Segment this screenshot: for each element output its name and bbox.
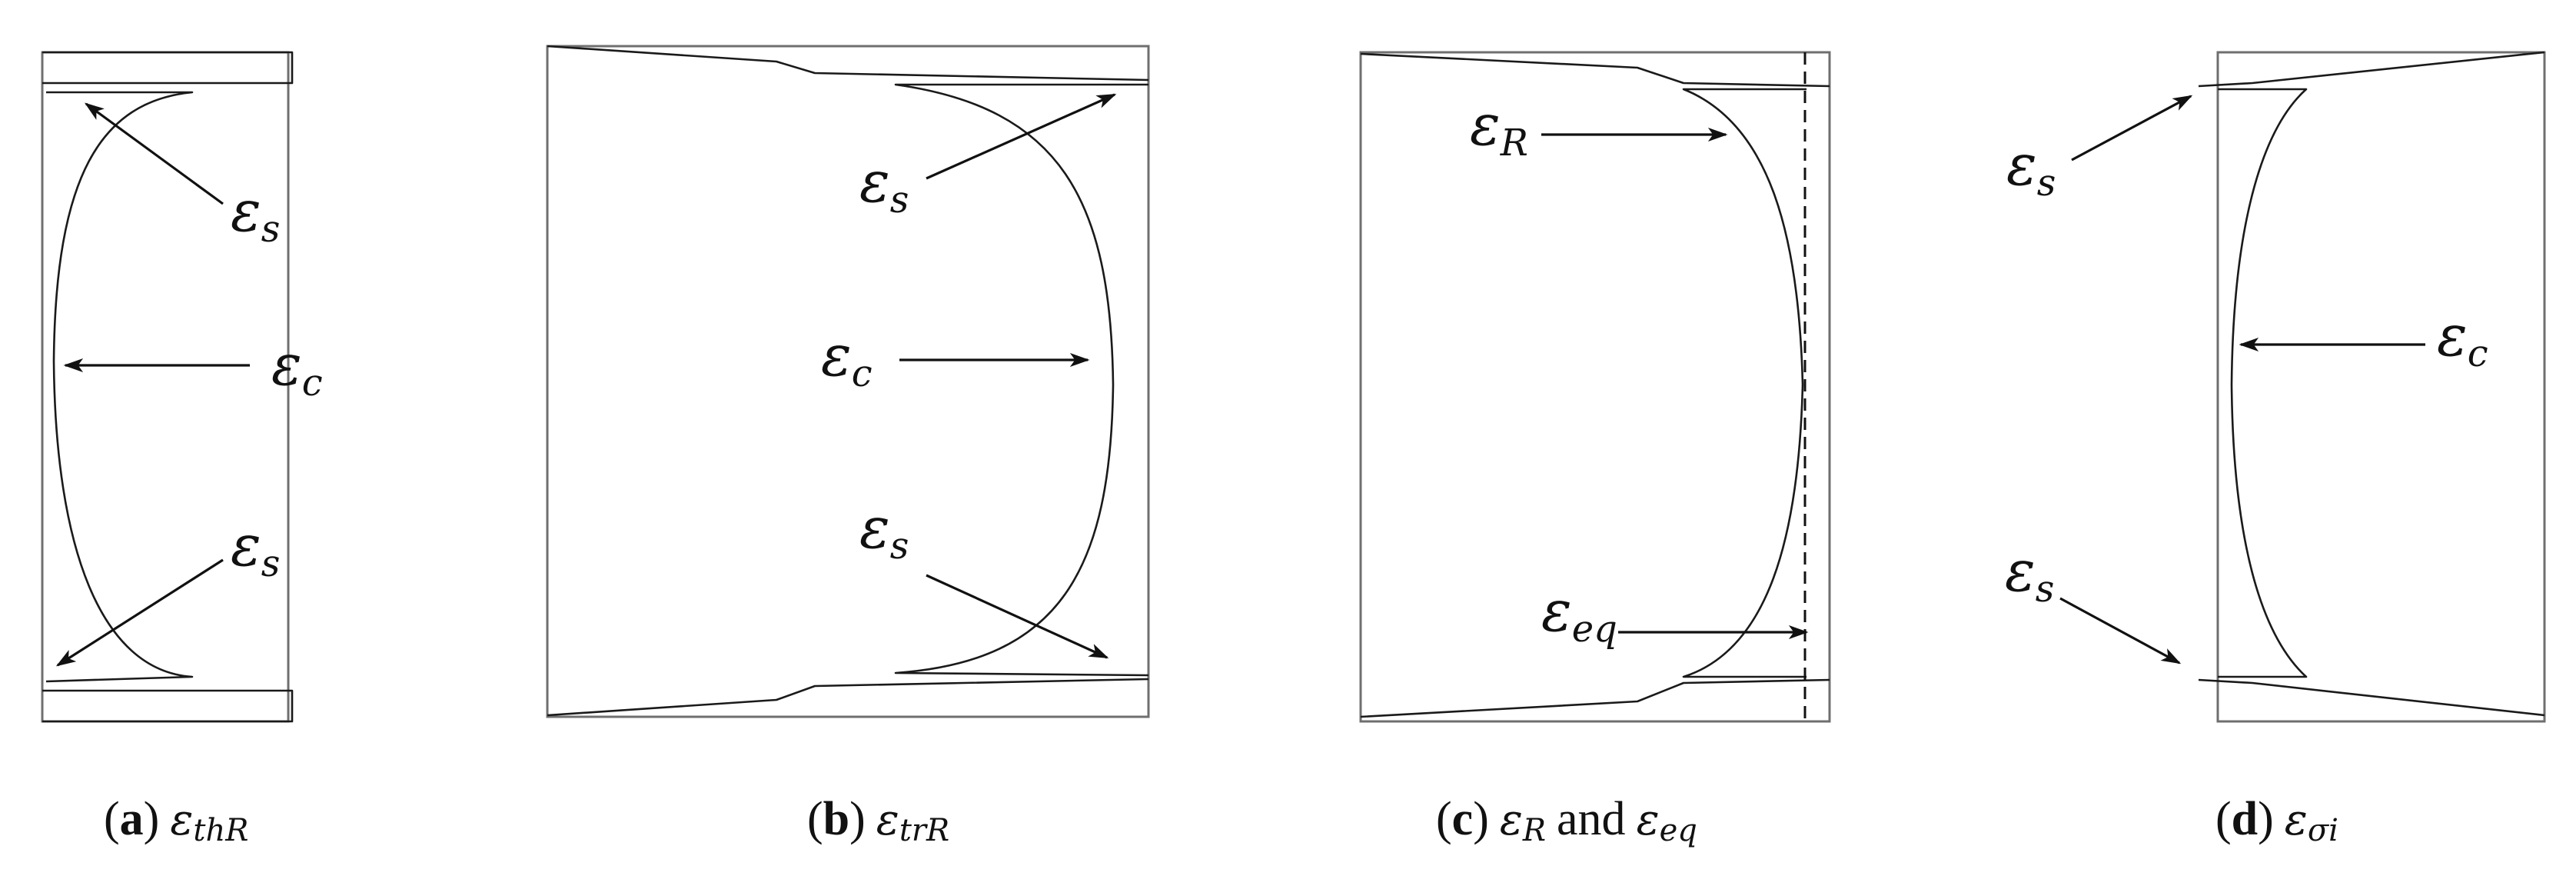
panel-b-caption: (b)εtrR [807,793,949,848]
panel-b: εs εc εs (b)εtrR [546,45,1150,848]
panel-b-arrow-top [926,93,1117,180]
panel-b-specimen-outline [546,45,1150,718]
panel-a-label-bottom: εs [231,513,280,585]
panel-c-top-flange [1360,52,1830,88]
panel-b-strain-curve [894,83,1149,677]
panel-b-label-top: εs [859,149,909,221]
panel-b-label-bottom: εs [859,495,909,568]
panel-d-label-bottom: εs [2005,538,2054,611]
panel-d-arrow-top [2071,95,2193,162]
panel-a: εs εc εs (a)εthR [41,51,323,848]
panel-d-arrow-bottom [2059,597,2182,664]
panel-a-label-center: εc [271,332,323,405]
panel-d-strain-curve [2218,88,2308,678]
panel-d-label-top: εs [2006,132,2056,205]
panel-a-caption: (a)εthR [104,793,248,848]
panel-a-arrow-bottom [55,558,224,667]
panel-d-label-center: εc [2437,303,2488,375]
panel-c-specimen-outline [1359,51,1831,723]
panel-a-strain-curve [45,91,194,683]
panel-b-top-flange [547,45,1149,82]
panel-a-arrow-top [84,102,224,205]
panel-c-label-r: εR [1470,92,1528,165]
panel-c-strain-curve [1682,88,1807,678]
panel-a-bottom-flange [42,689,294,723]
panel-a-specimen-outline [41,51,290,723]
panel-d-caption: (d)εσi [2215,793,2338,848]
panel-a-top-flange [42,51,294,85]
panel-d-specimen-outline [2216,51,2546,723]
panel-d: εs εc εs (d)εσi [2005,51,2546,848]
panel-c-bottom-flange [1360,678,1830,718]
panel-c-label-eq: εeq [1541,578,1617,651]
panel-d-bottom-flange [2198,678,2545,717]
panel-b-label-center: εc [821,323,873,395]
panel-b-arrow-bottom [926,574,1109,659]
panel-b-bottom-flange [547,678,1149,717]
panel-d-top-flange [2198,51,2545,88]
panel-a-label-top: εs [231,178,280,251]
